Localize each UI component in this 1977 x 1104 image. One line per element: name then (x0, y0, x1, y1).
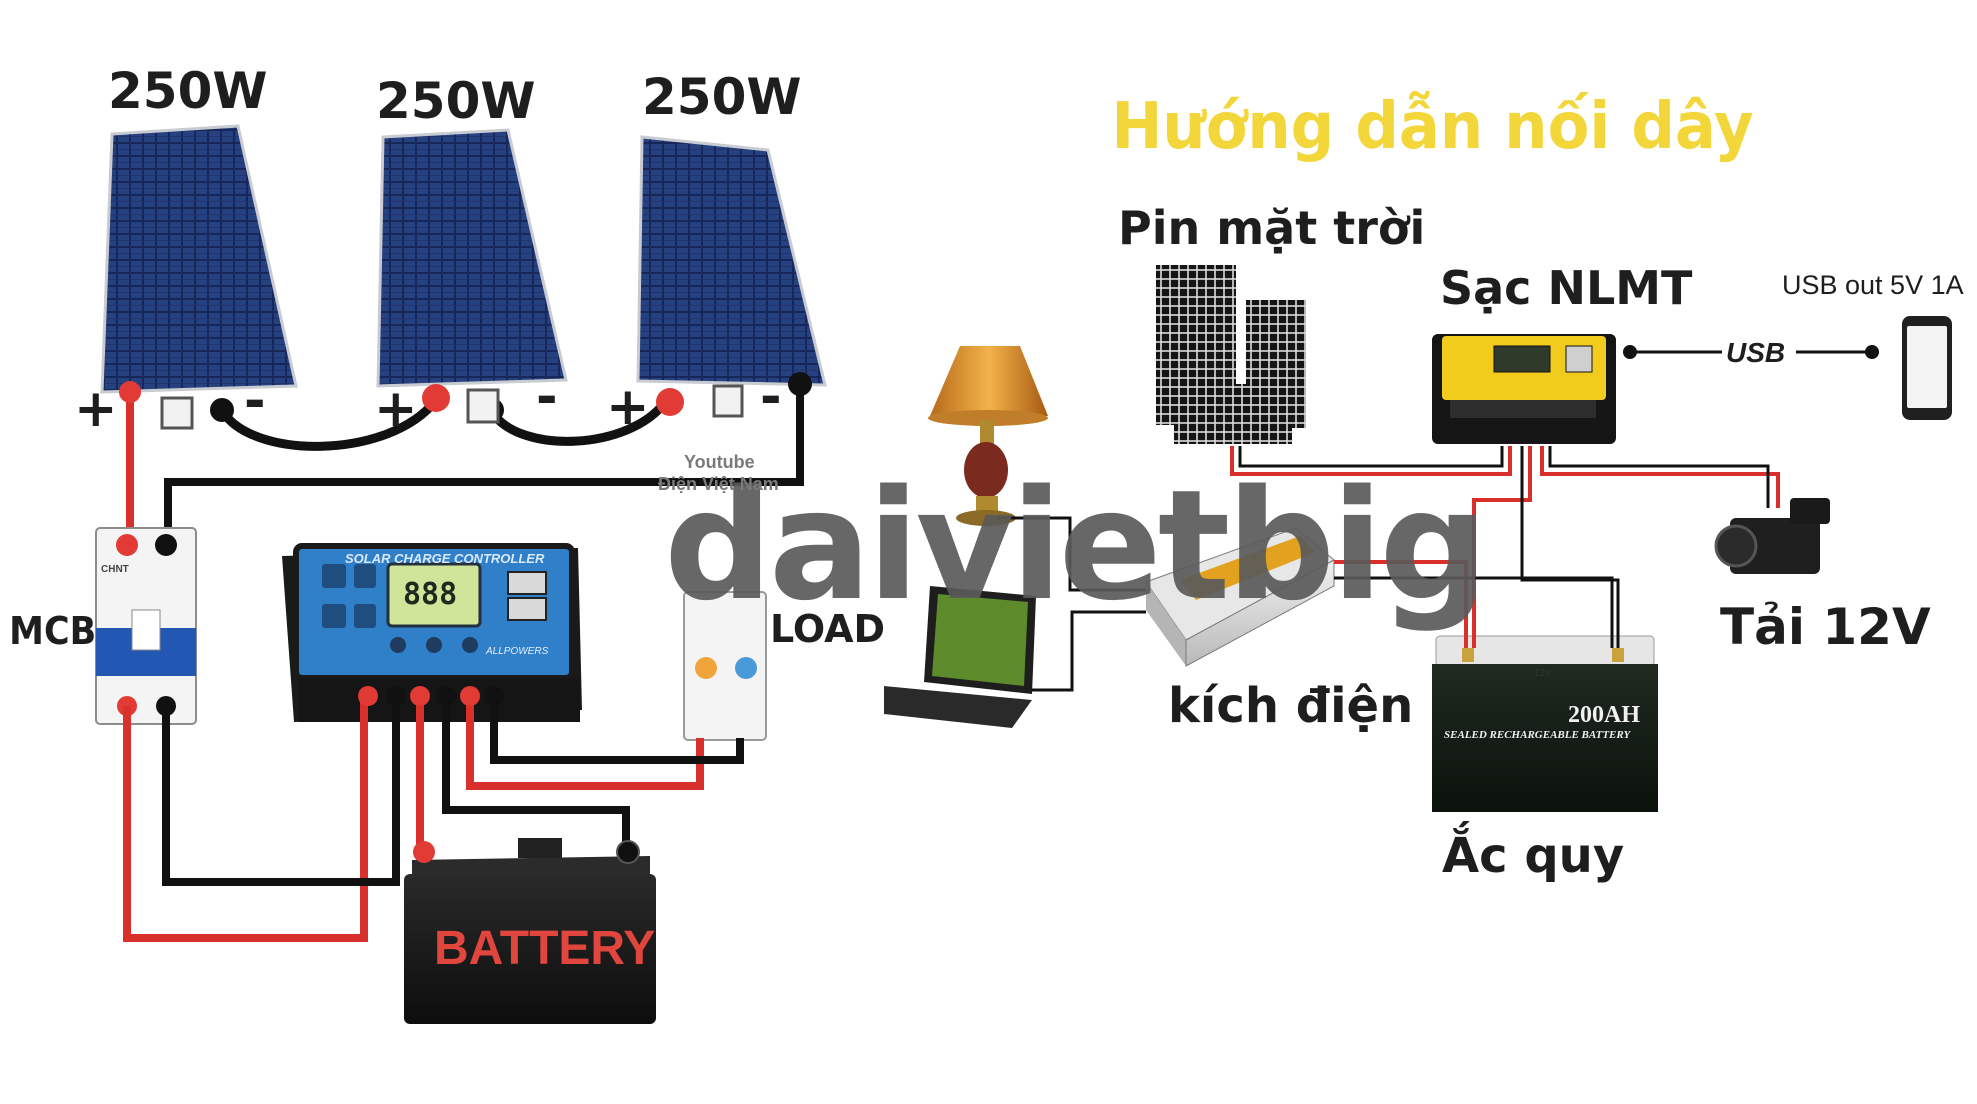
battery-subtitle: SEALED RECHARGEABLE BATTERY (1444, 729, 1632, 741)
minus-sign-1: - (244, 371, 266, 431)
battery-voltage: 12V (1534, 668, 1552, 679)
charge-controller-left (282, 543, 582, 722)
usb-cable-text: USB (1726, 337, 1785, 368)
smartphone (1902, 316, 1952, 420)
car-battery (404, 838, 656, 1024)
battery-capacity: 200AH (1568, 702, 1640, 728)
battery-label: BATTERY (434, 922, 655, 975)
controller-display: 888 (403, 577, 457, 612)
panel-wiring (119, 372, 812, 540)
charge-controller-right (1432, 334, 1616, 444)
mcb-brand: CHNT (101, 564, 129, 575)
right-wiring (998, 446, 1780, 692)
plus-sign-3: + (606, 377, 650, 437)
watermark: daivietbig (664, 457, 1484, 634)
controller-title: SOLAR CHARGE CONTROLLER (345, 551, 545, 566)
minus-sign-2: - (536, 367, 558, 427)
plus-sign-1: + (74, 379, 118, 439)
panel-label-1: 250W (108, 62, 268, 120)
plus-sign-2: + (374, 379, 418, 439)
inverter-label: kích điện (1168, 678, 1413, 734)
credit-line-1: Youtube (684, 452, 755, 472)
load-12v-label: Tải 12V (1720, 598, 1931, 656)
usb-out-label: USB out 5V 1A (1782, 270, 1964, 300)
controller-brand: ALLPOWERS (485, 646, 549, 657)
minus-sign-3: - (760, 367, 782, 427)
load-switch (683, 591, 767, 741)
controller-label: Sạc NLMT (1440, 261, 1693, 315)
ac-quy-label: Ắc quy (1442, 821, 1624, 884)
solar-panel-1 (100, 124, 298, 394)
laptop (884, 586, 1036, 728)
solar-panels-small (1156, 265, 1306, 444)
credit-line-2: Điện Việt Nam (658, 474, 779, 494)
right-title: Hướng dẫn nối dây (1112, 89, 1754, 164)
mcb-breaker (95, 527, 197, 725)
load-label: LOAD (770, 607, 885, 651)
inverter (1145, 527, 1335, 667)
agm-battery (1432, 635, 1658, 812)
pin-label: Pin mặt trời (1118, 201, 1425, 255)
controller-wiring (123, 686, 744, 942)
solar-panel-3 (636, 135, 827, 387)
video-camera (1714, 498, 1830, 574)
mcb-label: MCB (9, 609, 96, 654)
solar-panel-2 (376, 128, 568, 388)
usb-cable (1623, 341, 1879, 363)
table-lamp (928, 346, 1048, 526)
panel-label-2: 250W (376, 72, 536, 130)
panel-label-3: 250W (642, 68, 802, 126)
